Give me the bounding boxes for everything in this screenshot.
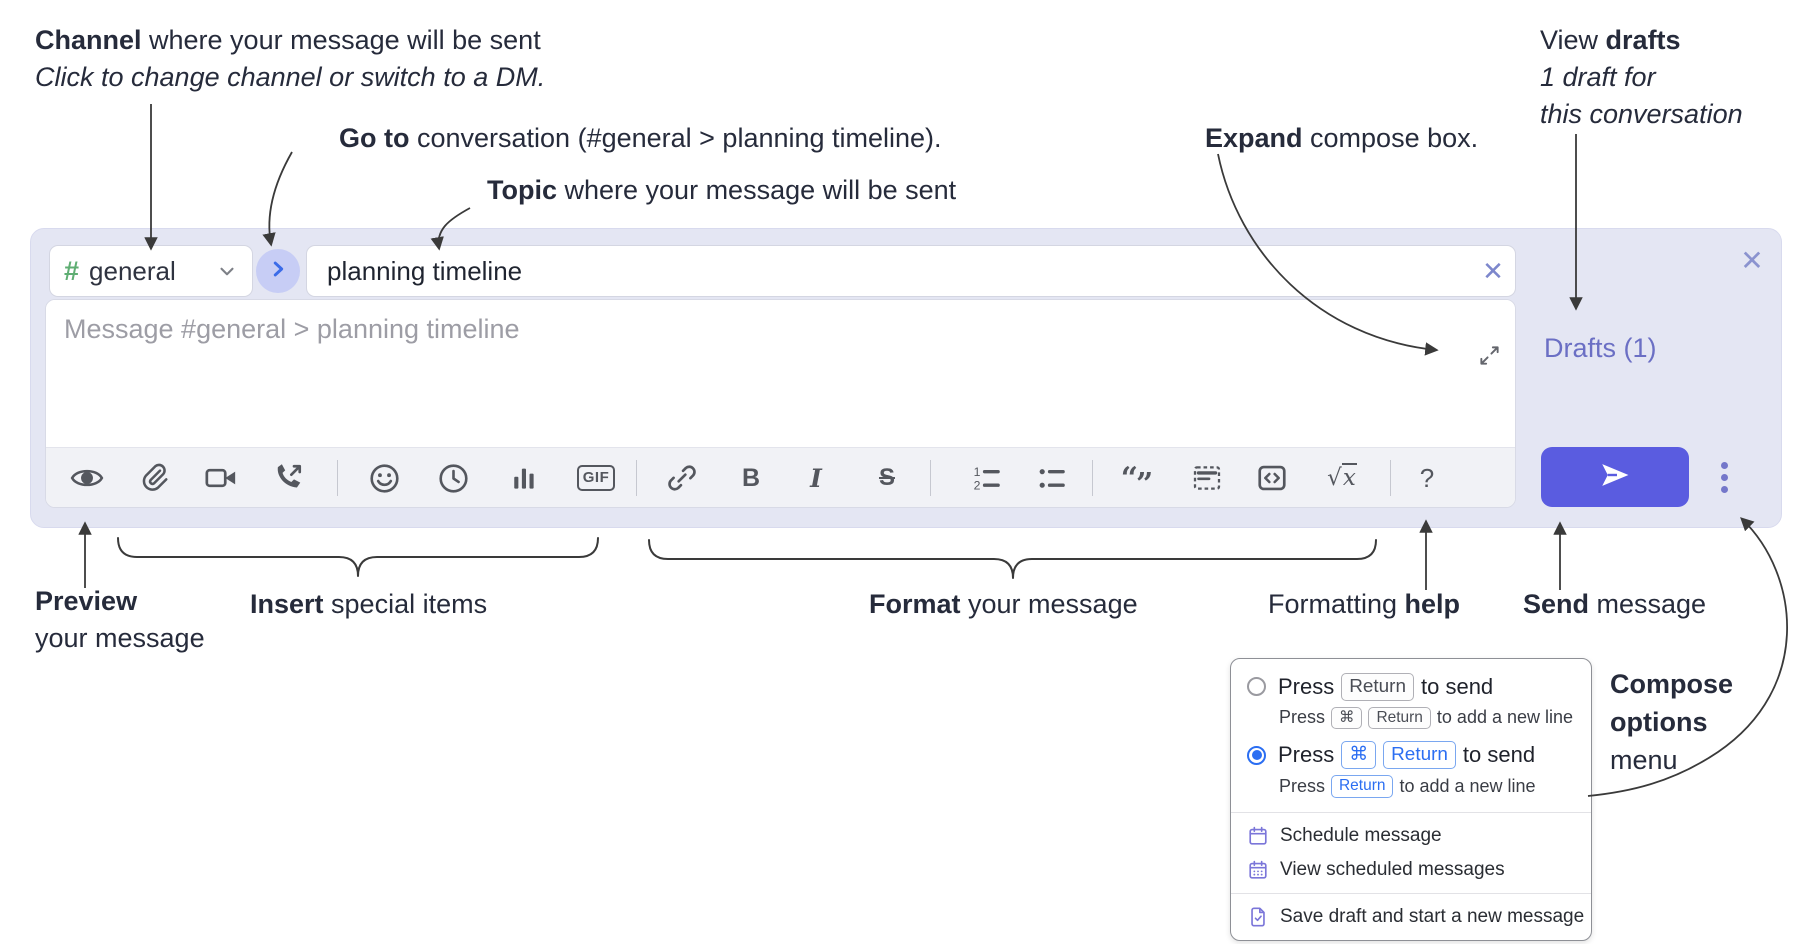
poll-icon[interactable]: [500, 448, 548, 507]
channel-annotation-rest: where your message will be sent: [141, 25, 541, 55]
toolbar-divider: [1390, 460, 1391, 496]
svg-text:2: 2: [973, 478, 980, 492]
channel-annotation-bold: Channel: [35, 25, 142, 55]
return-keycap: Return: [1331, 774, 1394, 798]
code-icon[interactable]: [1248, 448, 1296, 507]
topic-clear-icon[interactable]: ✕: [1482, 255, 1504, 286]
channel-selector[interactable]: # general: [49, 245, 253, 297]
topic-input-box: ✕: [306, 245, 1516, 297]
topic-input[interactable]: [307, 255, 1471, 287]
send-option-cmd-return[interactable]: Press ⌘ Return to send: [1231, 737, 1591, 773]
radio-selected[interactable]: [1247, 745, 1266, 765]
toolbar-divider: [636, 460, 637, 496]
kebab-dot: [1720, 461, 1728, 469]
return-keycap: Return: [1383, 741, 1456, 769]
channel-annotation-sub: Click to change channel or switch to a D…: [35, 62, 546, 92]
go-to-conversation-button[interactable]: [256, 249, 300, 293]
drafts-link[interactable]: Drafts (1): [1544, 333, 1657, 363]
audio-call-icon[interactable]: [264, 448, 312, 507]
insert-annotation: Insert special items: [250, 589, 488, 619]
draft-check-icon: [1251, 907, 1265, 927]
emoji-icon[interactable]: [360, 448, 408, 507]
chevron-right-icon: [267, 258, 289, 285]
chevron-down-icon: [216, 260, 238, 282]
schedule-message-item[interactable]: Schedule message: [1231, 819, 1591, 853]
bulleted-list-icon[interactable]: [1027, 448, 1075, 507]
menu-divider: [1231, 892, 1591, 894]
channel-annotation: Channel where your message will be sent …: [35, 22, 545, 96]
link-icon[interactable]: [658, 448, 706, 507]
channel-hash-icon: #: [64, 255, 80, 286]
message-editor: GIF B I S 12: [45, 299, 1516, 508]
toolbar-divider: [1092, 460, 1093, 496]
strikethrough-icon[interactable]: S: [878, 464, 895, 491]
channel-name: general: [89, 255, 176, 286]
send-option-cmd-return-sub: Press Return to add a new line: [1279, 774, 1536, 798]
quote-icon[interactable]: “”: [1120, 460, 1154, 502]
view-drafts-annotation: View drafts 1 draft for this conversatio…: [1540, 25, 1743, 129]
save-draft-item[interactable]: Save draft and start a new message: [1231, 900, 1591, 934]
toolbar-divider: [930, 460, 931, 496]
topic-annotation: Topic where your message will be sent: [487, 175, 957, 205]
return-keycap: Return: [1341, 673, 1414, 701]
cmd-keycap: ⌘: [1331, 706, 1363, 730]
expand-annotation: Expand compose box.: [1205, 123, 1479, 153]
calendar-icon: [1249, 826, 1267, 845]
send-button[interactable]: [1541, 447, 1689, 507]
send-option-return-sub: Press ⌘ Return to add a new line: [1279, 706, 1574, 730]
preview-icon[interactable]: [63, 448, 111, 507]
bold-icon[interactable]: B: [741, 463, 761, 492]
radio-unselected[interactable]: [1247, 677, 1266, 697]
send-icon: [1598, 458, 1632, 497]
compose-box: # general ✕ ✕: [30, 228, 1782, 528]
preview-annotation: Preview your message: [35, 586, 205, 653]
toolbar-divider: [337, 460, 338, 496]
close-compose-icon[interactable]: ✕: [1740, 244, 1764, 276]
attach-file-icon[interactable]: [130, 448, 178, 507]
svg-text:1: 1: [973, 464, 980, 478]
time-icon[interactable]: [429, 448, 477, 507]
formatting-help-annotation: Formatting help: [1268, 589, 1461, 619]
calendar-grid-icon: [1249, 860, 1267, 879]
expand-compose-icon[interactable]: [1478, 344, 1501, 372]
cmd-keycap: ⌘: [1341, 741, 1377, 769]
kebab-dot: [1720, 485, 1728, 493]
goto-annotation: Go to conversation (#general > planning …: [339, 123, 942, 153]
send-option-return[interactable]: Press Return to send: [1231, 669, 1591, 705]
format-annotation: Format your message: [869, 589, 1138, 619]
formatting-help-icon[interactable]: ?: [1419, 462, 1435, 493]
kebab-dot: [1720, 473, 1728, 481]
compose-options-menu-button[interactable]: [1704, 447, 1744, 507]
view-scheduled-messages-item[interactable]: View scheduled messages: [1231, 853, 1591, 887]
italic-icon[interactable]: I: [810, 463, 822, 493]
compose-options-popup: Press Return to send Press ⌘ Return to a…: [1230, 658, 1592, 941]
gif-icon[interactable]: GIF: [572, 448, 620, 507]
return-keycap: Return: [1368, 706, 1431, 730]
spoiler-icon[interactable]: [1183, 448, 1231, 507]
send-annotation: Send message: [1523, 589, 1707, 619]
menu-divider: [1231, 811, 1591, 813]
message-input[interactable]: [46, 300, 1515, 448]
compose-options-annotation: Compose options menu: [1610, 669, 1734, 775]
video-call-icon[interactable]: [197, 448, 245, 507]
math-icon[interactable]: √x: [1327, 463, 1357, 491]
